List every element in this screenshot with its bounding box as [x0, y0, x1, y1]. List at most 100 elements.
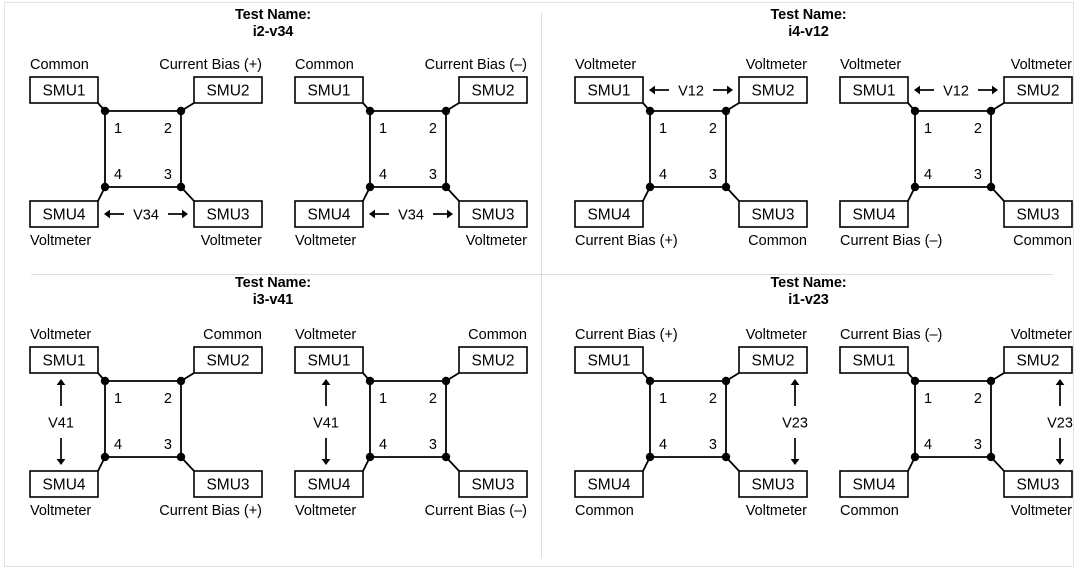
node-number-2: 2 — [429, 391, 437, 407]
node-number-4: 4 — [114, 437, 122, 453]
smu4-box[interactable] — [839, 200, 909, 228]
smu3-text: SMU3 — [751, 207, 794, 224]
node-number-4: 4 — [659, 437, 667, 453]
node-number-3: 3 — [709, 437, 717, 453]
measure-arrowhead-left — [914, 85, 920, 95]
role-label-smu3: Voltmeter — [1011, 503, 1072, 519]
smu1-box[interactable] — [29, 346, 99, 374]
role-label-smu3: Voltmeter — [201, 233, 262, 249]
node-number-1: 1 — [114, 121, 122, 137]
smu1-box[interactable] — [574, 346, 644, 374]
node-number-4: 4 — [659, 167, 667, 183]
smu1-text: SMU1 — [852, 83, 895, 100]
node-number-1: 1 — [659, 121, 667, 137]
smu4-box[interactable] — [294, 200, 364, 228]
smu4-box[interactable] — [574, 200, 644, 228]
smu2-box[interactable] — [193, 346, 263, 374]
test-title-i1-v23: Test Name:i1-v23 — [542, 275, 1075, 308]
smu3-box[interactable] — [1003, 200, 1073, 228]
smu3-box[interactable] — [738, 200, 808, 228]
smu2-box[interactable] — [458, 76, 528, 104]
node-dot-2 — [441, 376, 451, 386]
node-dot-2 — [986, 106, 996, 116]
smu2-box[interactable] — [738, 346, 808, 374]
smu3-text: SMU3 — [206, 477, 249, 494]
smu1-box[interactable] — [839, 346, 909, 374]
role-label-smu4: Common — [840, 503, 899, 519]
smu2-box[interactable] — [458, 346, 528, 374]
measure-label: V12 — [678, 83, 704, 99]
node-dot-3 — [441, 452, 451, 462]
smu3-box[interactable] — [738, 470, 808, 498]
test-title-prefix: Test Name: — [234, 275, 312, 291]
node-number-4: 4 — [379, 437, 387, 453]
smu1-text: SMU1 — [307, 353, 350, 370]
node-dot-4 — [910, 452, 920, 462]
measure-arrowhead-left — [649, 85, 655, 95]
node-number-3: 3 — [429, 167, 437, 183]
role-label-smu4: Current Bias (–) — [840, 233, 942, 249]
smu1-box[interactable] — [29, 76, 99, 104]
measure-label: V23 — [782, 415, 808, 431]
node-dot-1 — [910, 376, 920, 386]
role-label-smu2: Current Bias (–) — [425, 57, 527, 73]
measure-arrowhead-down — [790, 459, 800, 465]
node-dot-4 — [100, 182, 110, 192]
smu4-box[interactable] — [839, 470, 909, 498]
role-label-smu4: Voltmeter — [295, 233, 356, 249]
measure-arrowhead-left — [369, 209, 375, 219]
node-dot-1 — [365, 376, 375, 386]
measure-arrowhead-down — [56, 459, 66, 465]
smu4-box[interactable] — [574, 470, 644, 498]
role-label-smu3: Current Bias (–) — [425, 503, 527, 519]
node-dot-4 — [645, 182, 655, 192]
role-label-smu4: Voltmeter — [295, 503, 356, 519]
node-dot-1 — [365, 106, 375, 116]
smu1-text: SMU1 — [42, 83, 85, 100]
node-number-2: 2 — [429, 121, 437, 137]
role-label-smu2: Common — [468, 327, 527, 343]
node-number-1: 1 — [114, 391, 122, 407]
smu1-text: SMU1 — [587, 353, 630, 370]
smu2-box[interactable] — [1003, 76, 1073, 104]
smu2-text: SMU2 — [751, 353, 794, 370]
measure-label: V34 — [398, 207, 424, 223]
smu3-text: SMU3 — [471, 477, 514, 494]
smu3-box[interactable] — [193, 470, 263, 498]
smu3-text: SMU3 — [1016, 477, 1059, 494]
smu2-box[interactable] — [193, 76, 263, 104]
node-dot-2 — [986, 376, 996, 386]
node-dot-3 — [986, 452, 996, 462]
smu4-box[interactable] — [29, 470, 99, 498]
smu1-box[interactable] — [574, 76, 644, 104]
smu1-box[interactable] — [839, 76, 909, 104]
node-dot-1 — [100, 106, 110, 116]
smu4-box[interactable] — [294, 470, 364, 498]
smu2-box[interactable] — [1003, 346, 1073, 374]
role-label-smu1: Voltmeter — [840, 57, 901, 73]
test-title-prefix: Test Name: — [234, 7, 312, 23]
horizontal-divider — [31, 274, 1053, 275]
smu3-box[interactable] — [458, 470, 528, 498]
smu2-box[interactable] — [738, 76, 808, 104]
measure-label: V41 — [48, 415, 74, 431]
smu4-text: SMU4 — [852, 477, 895, 494]
smu4-text: SMU4 — [307, 207, 350, 224]
measure-arrowhead-up — [321, 379, 331, 385]
smu3-box[interactable] — [458, 200, 528, 228]
node-dot-2 — [721, 106, 731, 116]
test-title-value: i1-v23 — [788, 291, 829, 308]
role-label-smu2: Voltmeter — [746, 327, 807, 343]
smu4-box[interactable] — [29, 200, 99, 228]
smu3-box[interactable] — [193, 200, 263, 228]
smu1-box[interactable] — [294, 76, 364, 104]
test-title-prefix: Test Name: — [770, 7, 847, 23]
node-dot-3 — [986, 182, 996, 192]
smu1-box[interactable] — [294, 346, 364, 374]
smu3-box[interactable] — [1003, 470, 1073, 498]
